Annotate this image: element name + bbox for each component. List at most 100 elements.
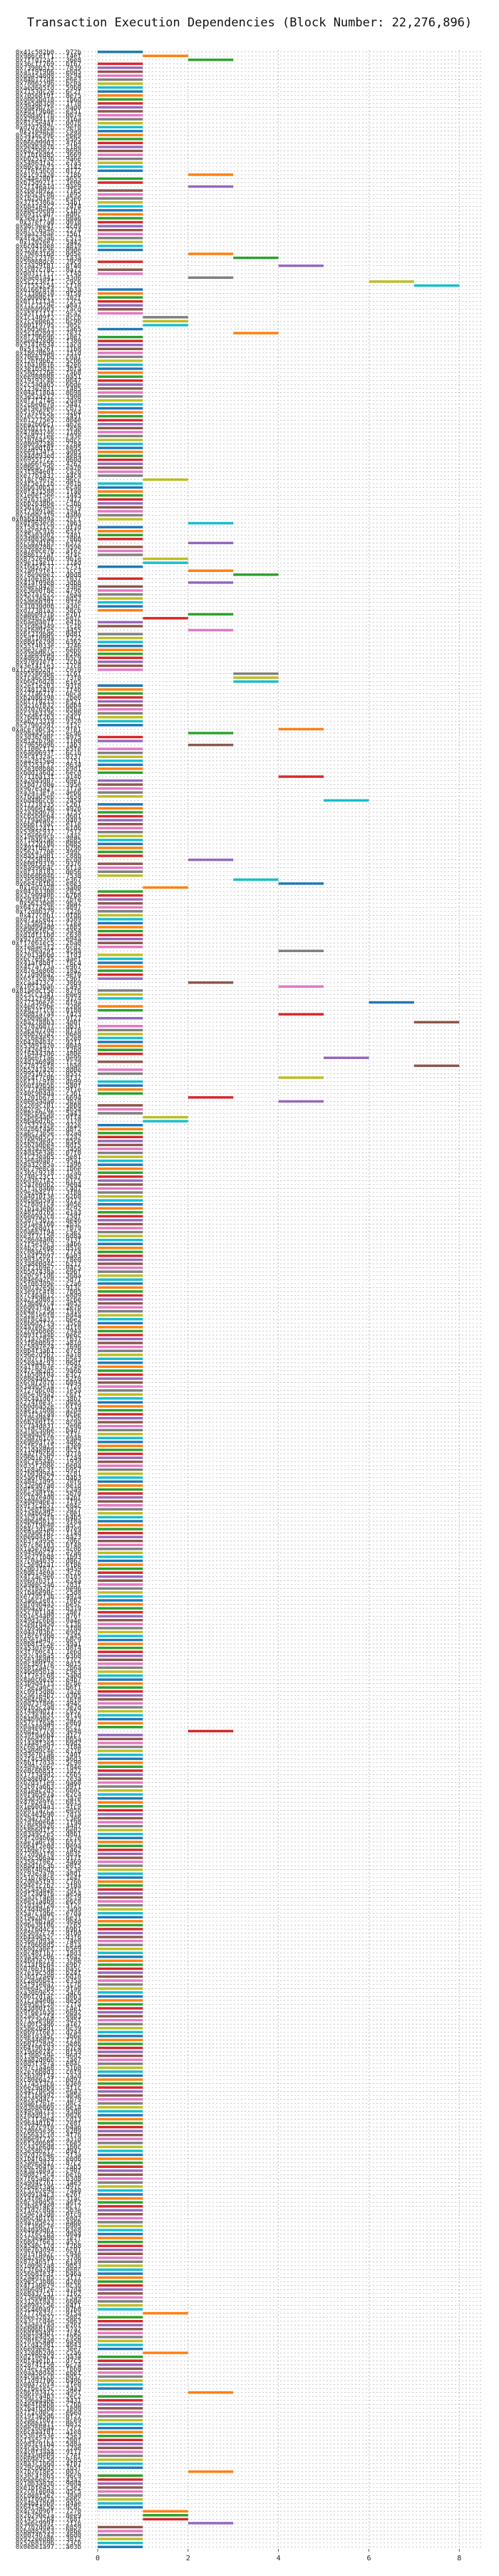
transaction-bar	[98, 538, 143, 541]
transaction-bar	[369, 1001, 414, 1004]
transaction-bar	[98, 133, 143, 137]
transaction-bar	[98, 1159, 143, 1162]
transaction-bar	[98, 1017, 143, 1020]
transaction-label: 0x35f8b7a9...9b4d	[16, 1918, 81, 1926]
transaction-label: 0x6f31c9f0...db99	[16, 1079, 81, 1086]
transaction-label: 0x2e8721ee...f93e	[16, 433, 81, 440]
transaction-label: 0x3cdba349...1c1b	[16, 623, 81, 630]
transaction-bar	[98, 636, 143, 640]
transaction-bar	[98, 1979, 143, 1982]
transaction-label: 0xf73d91ae...19af	[16, 508, 81, 516]
transaction-bar	[98, 1274, 143, 1277]
transaction-bar	[98, 866, 143, 869]
transaction-label: 0xe9b03f7a...4d62	[16, 1439, 81, 1446]
transaction-bar	[98, 1765, 143, 1768]
transaction-bar	[98, 2328, 143, 2331]
transaction-bar	[278, 882, 324, 885]
transaction-bar	[98, 169, 143, 173]
transaction-bar	[98, 1436, 143, 1440]
transaction-bar	[98, 2054, 143, 2058]
transaction-bar	[98, 1666, 143, 1670]
transaction-label: 0x1b46e90c...c5d8	[16, 1590, 81, 1597]
transaction-label: 0x00a72bf4...1fe0	[16, 2382, 81, 2389]
transaction-label: 0x513a261...11b8	[19, 346, 81, 353]
transaction-label: 0x145c32b4...768f	[16, 2516, 81, 2523]
transaction-bar	[98, 2375, 143, 2378]
transaction-label: 0xd8f1a7c2...e05b	[16, 1807, 81, 1814]
transaction-bar	[98, 442, 143, 446]
transaction-bar	[98, 1345, 143, 1349]
transaction-bar	[98, 751, 143, 755]
transaction-label: 0x19d6e74c...0f59	[16, 2049, 81, 2056]
transaction-bar	[98, 767, 143, 770]
transaction-bar	[98, 2252, 143, 2256]
transaction-label: 0xd6fca4b3...2ec2	[16, 2393, 81, 2401]
transaction-bar	[98, 403, 143, 406]
transaction-bar	[98, 1329, 143, 1333]
transaction-bar	[98, 1155, 143, 1158]
x-tick-label: 6	[366, 2555, 371, 2562]
transaction-bar	[98, 2415, 143, 2418]
transaction-bar	[187, 613, 234, 616]
transaction-bar	[98, 201, 143, 204]
transaction-label: 0xdd4540d0...8c94	[16, 73, 81, 80]
transaction-bar	[98, 1468, 143, 1471]
transaction-bar	[98, 209, 143, 212]
transaction-label: 0xaed6e5fd...59b0	[16, 85, 81, 92]
transaction-bar	[98, 1579, 143, 1582]
transaction-bar	[98, 1025, 143, 1028]
transaction-bar	[98, 822, 143, 826]
transaction-bar	[98, 2490, 143, 2493]
transaction-label: 0x3d6e4a0e...4431	[16, 2398, 81, 2405]
transaction-bar	[98, 1912, 143, 1915]
transaction-bar	[143, 2518, 188, 2521]
transaction-label: 0x9e4b307b...c18e	[16, 144, 81, 151]
transaction-bar	[98, 1698, 143, 1701]
transaction-label: 0x9aa238ae...1561	[16, 231, 81, 238]
transaction-bar	[413, 1021, 460, 1024]
transaction-label: 0x4c0f3aa4...9117	[16, 2449, 81, 2456]
transaction-label: 0xe1bfe453...c3e2	[16, 2485, 81, 2492]
transaction-bar	[98, 1052, 143, 1056]
transaction-label: 0x5df1099a...f222	[16, 635, 81, 643]
transaction-label: 0xf2d8b379...1226	[16, 909, 81, 916]
transaction-bar	[98, 1619, 143, 1622]
transaction-label: 0x2f06b8d5...c81a	[16, 1942, 81, 1949]
transaction-label: 0x87e3e86b...18a2	[16, 968, 81, 975]
transaction-bar	[187, 581, 234, 584]
transaction-bar	[98, 605, 143, 608]
transaction-bar	[98, 1183, 143, 1186]
transaction-label: 0x7f9aea02...d403	[16, 817, 81, 824]
transaction-bar	[98, 343, 143, 347]
transaction-bar	[98, 1801, 143, 1804]
transaction-bar	[98, 1734, 143, 1737]
transaction-bar	[98, 1128, 143, 1130]
transaction-bar	[98, 740, 143, 742]
transaction-label: 0x8a3c1b6d...4f07	[16, 2461, 81, 2468]
transaction-label: 0x3e91c4f8...7b05	[16, 1289, 81, 1296]
transaction-label: 0xb3f2a95e...2d6c	[16, 1538, 81, 1545]
transaction-label: 0x274f8e3c...d0a5	[16, 1399, 81, 1406]
transaction-bar	[98, 2007, 143, 2010]
transaction-bar	[98, 1959, 143, 1963]
transaction-bar	[98, 771, 143, 775]
transaction-bar	[98, 2383, 143, 2386]
transaction-label: 0x6f219bd6...0d81	[16, 631, 81, 638]
transaction-label: 0x1c23ea65...5e81	[16, 1154, 81, 1161]
transaction-label: 0xace7a6c92...9fe1	[11, 726, 81, 733]
transaction-bar	[98, 2438, 143, 2442]
transaction-label: 0xd06e5b13...9f8a	[16, 1518, 81, 1525]
transaction-bar	[98, 1108, 143, 1111]
transaction-bar	[98, 1488, 143, 1491]
transaction-bar	[98, 2122, 143, 2125]
transaction-label: 0x3212f996...9774	[16, 996, 81, 1003]
transaction-bar	[143, 886, 188, 889]
transaction-bar	[98, 1448, 143, 1451]
transaction-label: 0x1f3c8a60...c4d7	[16, 1186, 81, 1193]
transaction-label: 0x1202ee7...5442	[19, 239, 81, 246]
transaction-bar	[98, 934, 143, 936]
transaction-label: 0x0f2f2f4e...2da9	[16, 397, 81, 404]
transaction-label: 0xf8d77d0e...395e	[16, 782, 81, 789]
transaction-label: 0x3eba0a87...95a1	[16, 1158, 81, 1165]
transaction-bar	[98, 2090, 143, 2093]
